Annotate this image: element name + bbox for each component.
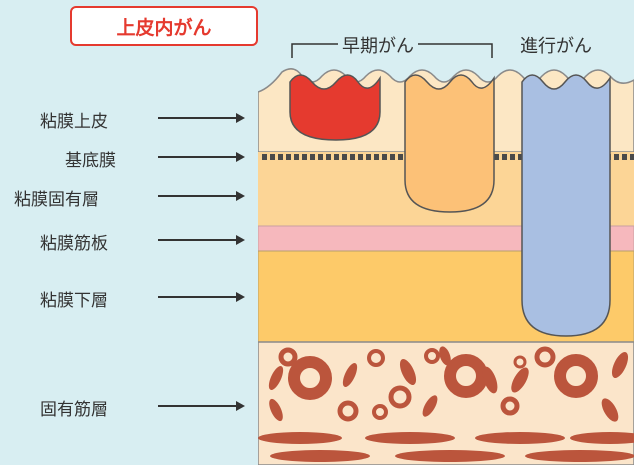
muscle-fiber-ellipse xyxy=(611,352,629,378)
layer-label-muscularis-mucosae: 粘膜筋板 xyxy=(40,234,108,254)
muscle-fiber-ellipse xyxy=(258,432,342,444)
layer-label-submucosa: 粘膜下層 xyxy=(40,291,108,311)
muscle-fiber-ellipse xyxy=(511,367,529,393)
arrow-head xyxy=(236,191,245,201)
arrow-head xyxy=(236,152,245,162)
intraepithelial-cancer-callout: 上皮内がん xyxy=(70,6,258,46)
arrow-line xyxy=(158,296,236,298)
muscle-fiber-ellipse xyxy=(342,363,358,387)
muscle-fiber-ring xyxy=(554,354,598,398)
muscle-fiber-ellipse xyxy=(439,346,451,366)
early-cancer-label: 早期がん xyxy=(338,32,418,58)
arrow-head xyxy=(236,401,245,411)
muscle-fiber-ellipse xyxy=(365,432,455,444)
muscle-fiber-ellipse xyxy=(395,450,505,462)
intraepithelial-cancer-tumor xyxy=(289,74,381,141)
muscle-fiber-ellipse xyxy=(422,395,438,417)
muscle-fiber-ellipse xyxy=(601,398,619,422)
muscle-fiber-ring xyxy=(288,356,332,400)
layer-label-lamina-propria: 粘膜固有層 xyxy=(14,190,99,210)
arrow-line xyxy=(158,405,236,407)
advanced-cancer-label: 進行がん xyxy=(516,32,596,58)
muscle-fiber-ellipse xyxy=(482,366,498,394)
muscle-fiber-ellipse xyxy=(268,366,284,390)
layer-label-muscularis-propria: 固有筋層 xyxy=(40,400,108,420)
muscle-fiber-ellipse xyxy=(270,450,370,462)
muscle-fiber-ring xyxy=(424,348,440,364)
muscle-fiber-ellipse xyxy=(570,432,634,444)
muscle-fiber-ellipse xyxy=(269,398,283,422)
arrow-head xyxy=(236,292,245,302)
muscle-fiber-ring xyxy=(388,385,412,409)
muscle-fiber-ring xyxy=(534,346,556,368)
arrow-line xyxy=(158,117,236,119)
muscle-fiber-ring xyxy=(337,400,359,422)
muscle-fiber-ring xyxy=(500,396,520,416)
arrow-line xyxy=(158,195,236,197)
muscle-fiber-ellipse xyxy=(399,359,417,385)
muscle-fiber-ring xyxy=(444,354,488,398)
muscle-fiber-ellipse xyxy=(525,450,634,462)
arrow-head xyxy=(236,235,245,245)
muscle-fiber-ring xyxy=(278,347,298,367)
arrow-head xyxy=(236,113,245,123)
early-cancer-tumor xyxy=(404,74,495,213)
muscle-fiber-ellipse xyxy=(475,432,565,444)
muscle-fibers xyxy=(258,346,634,462)
layer-label-mucosal-epithelium: 粘膜上皮 xyxy=(40,112,108,132)
muscle-fiber-ring xyxy=(372,404,388,420)
muscle-fiber-ring xyxy=(367,349,385,367)
layer-label-basement-membrane: 基底膜 xyxy=(65,151,116,171)
arrow-line xyxy=(158,239,236,241)
arrow-line xyxy=(158,156,236,158)
advanced-cancer-tumor xyxy=(521,74,611,337)
muscle-fiber-ring xyxy=(513,355,527,369)
